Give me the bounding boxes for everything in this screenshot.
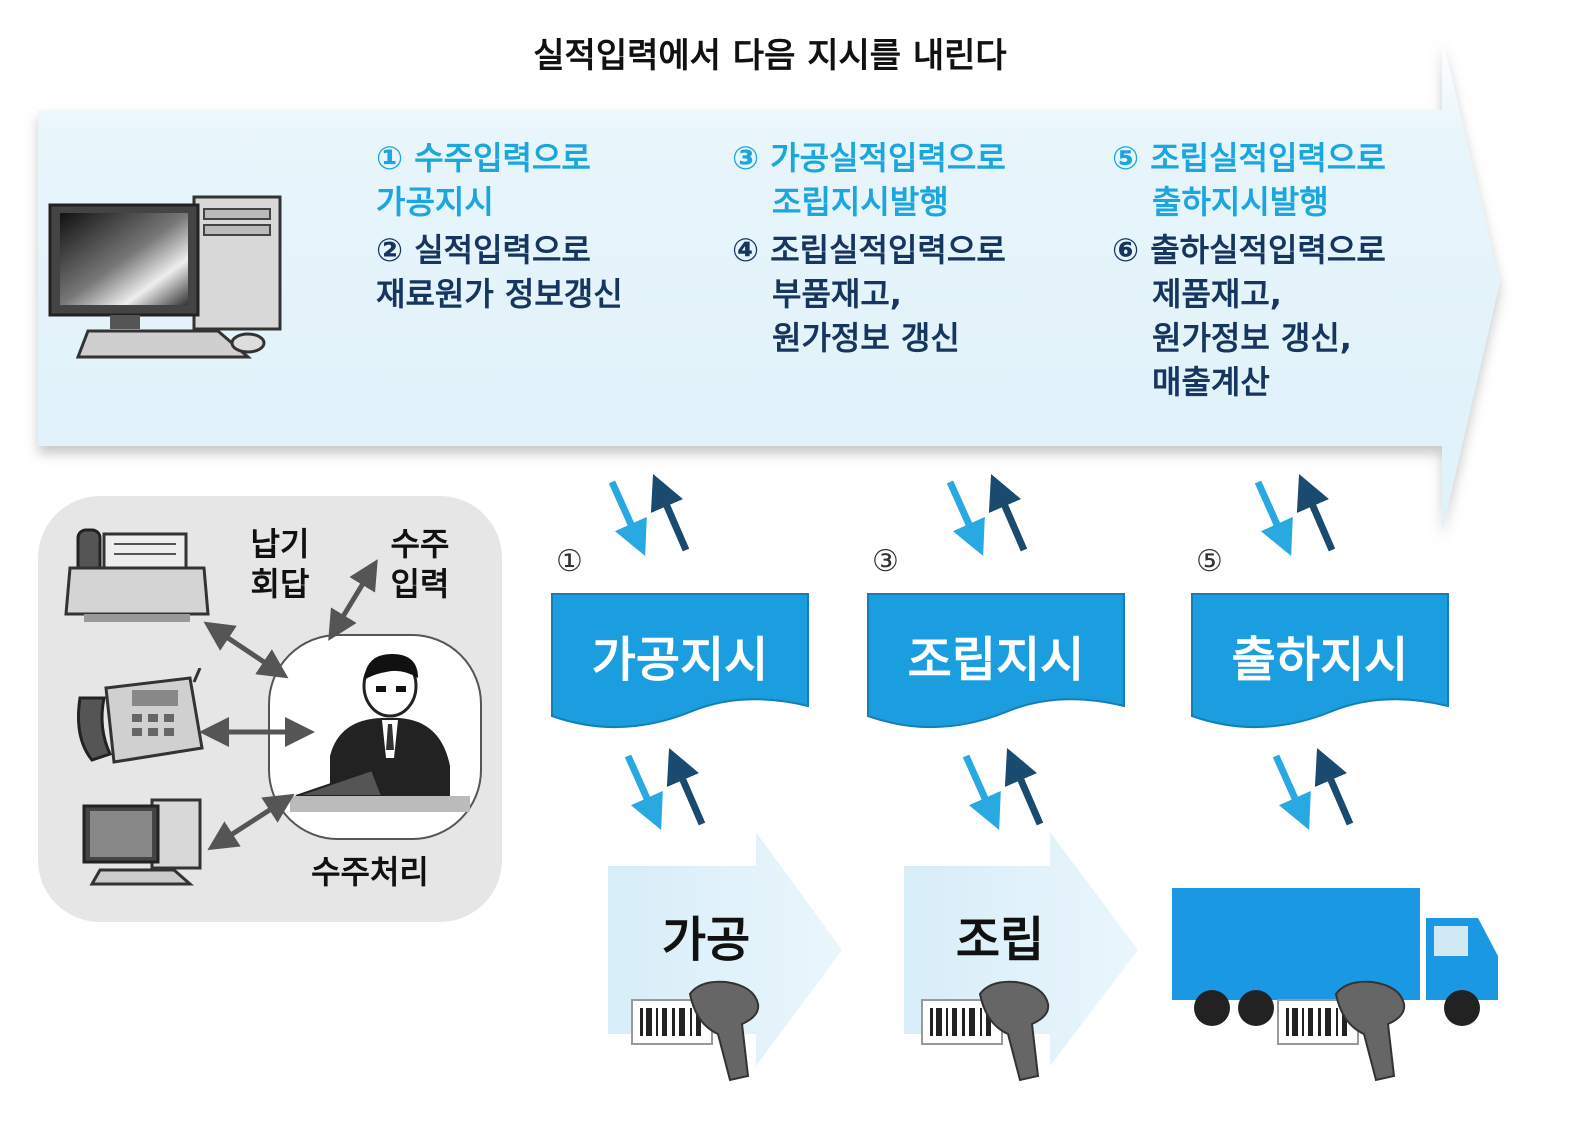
step-6-number: ⑥ bbox=[1112, 231, 1140, 269]
telephone-icon bbox=[77, 668, 204, 764]
step-6: ⑥ 출하실적입력으로 제품재고, 원가정보 갱신, 매출계산 bbox=[1112, 228, 1386, 404]
office-worker-icon bbox=[290, 654, 470, 812]
step-6-line2: 제품재고, bbox=[1152, 275, 1282, 313]
step-5-number: ⑤ bbox=[1112, 139, 1140, 177]
process-2-label: 조립 bbox=[955, 912, 1045, 968]
step-6-line3: 원가정보 갱신, bbox=[1152, 319, 1352, 357]
step-6-line1: 출하실적입력으로 bbox=[1150, 231, 1386, 269]
step-2-number: ② bbox=[376, 231, 404, 269]
document-2-label: 조립지시 bbox=[907, 632, 1085, 688]
document-3-number: ⑤ bbox=[1196, 544, 1223, 579]
fax-machine-icon bbox=[64, 528, 210, 622]
step-5: ⑤ 조립실적입력으로 출하지시발행 bbox=[1112, 136, 1386, 224]
step-3-number: ③ bbox=[732, 139, 760, 177]
step-2-line1: 실적입력으로 bbox=[414, 231, 591, 269]
step-3-line1: 가공실적입력으로 bbox=[770, 139, 1006, 177]
step-3-line2: 조립지시발행 bbox=[772, 183, 949, 221]
communication-arrows bbox=[199, 559, 378, 851]
barcode-scanner-icon-2 bbox=[921, 980, 1050, 1082]
process-1-label: 가공 bbox=[661, 912, 751, 968]
delivery-reply-line2: 회답 bbox=[250, 565, 310, 603]
document-2-number: ③ bbox=[872, 544, 899, 579]
step-1-line1: 수주입력으로 bbox=[414, 139, 591, 177]
delivery-reply-label: 납기 회답 bbox=[230, 524, 330, 604]
order-processing-label: 수주처리 bbox=[311, 853, 429, 891]
step-4-line3: 원가정보 갱신 bbox=[772, 319, 960, 357]
step-1-line2: 가공지시 bbox=[376, 183, 494, 221]
order-entry-label: 수주 입력 bbox=[370, 524, 470, 604]
step-1: ① 수주입력으로 가공지시 bbox=[376, 136, 591, 224]
small-computer-icon bbox=[82, 798, 202, 886]
step-4-number: ④ bbox=[732, 231, 760, 269]
step-6-line4: 매출계산 bbox=[1152, 363, 1270, 401]
delivery-reply-line1: 납기 bbox=[250, 525, 310, 563]
document-1-label: 가공지시 bbox=[591, 632, 769, 688]
document-3-label: 출하지시 bbox=[1231, 632, 1409, 688]
barcode-scanner-icon-3 bbox=[1277, 980, 1406, 1082]
barcode-scanner-icon bbox=[631, 980, 760, 1082]
order-entry-line1: 수주 bbox=[390, 525, 450, 563]
document-1-number: ① bbox=[556, 544, 583, 579]
headline: 실적입력에서 다음 지시를 내린다 bbox=[533, 36, 1007, 76]
step-3: ③ 가공실적입력으로 조립지시발행 bbox=[732, 136, 1006, 224]
step-2-line2: 재료원가 정보갱신 bbox=[376, 275, 623, 313]
step-5-line2: 출하지시발행 bbox=[1152, 183, 1329, 221]
truck-icon bbox=[1172, 888, 1498, 1026]
desktop-computer-icon bbox=[48, 195, 282, 359]
step-2: ② 실적입력으로 재료원가 정보갱신 bbox=[376, 228, 623, 316]
step-1-number: ① bbox=[376, 139, 404, 177]
step-5-line1: 조립실적입력으로 bbox=[1150, 139, 1386, 177]
step-4-line2: 부품재고, bbox=[772, 275, 902, 313]
step-4: ④ 조립실적입력으로 부품재고, 원가정보 갱신 bbox=[732, 228, 1006, 360]
order-entry-line2: 입력 bbox=[390, 565, 450, 603]
step-4-line1: 조립실적입력으로 bbox=[770, 231, 1006, 269]
